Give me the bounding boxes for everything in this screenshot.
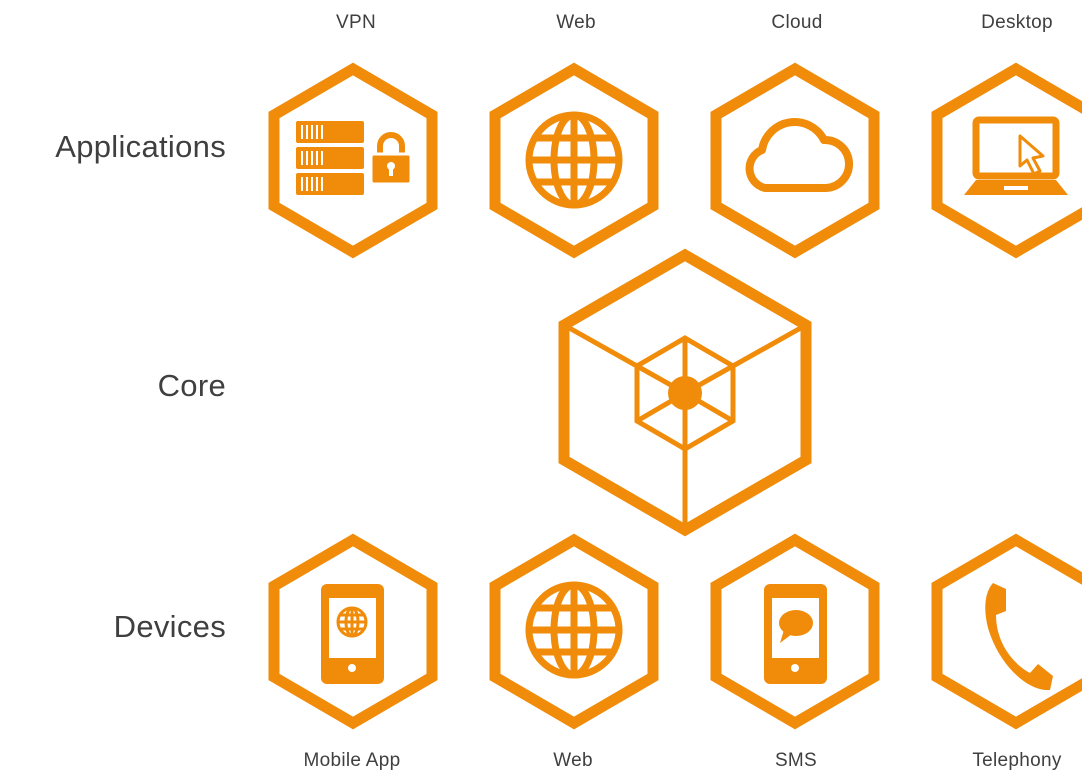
laptop-cursor-icon xyxy=(931,62,1082,259)
device-label-telephony: Telephony xyxy=(972,750,1062,771)
device-label-mobile-app: Mobile App xyxy=(303,750,401,771)
row-label-devices: Devices xyxy=(113,609,226,644)
telephone-handset-icon xyxy=(931,533,1082,730)
row-label-core: Core xyxy=(157,368,226,403)
core-cube-icon xyxy=(558,248,812,537)
vpn-server-lock-icon xyxy=(268,62,438,259)
device-label-sms: SMS xyxy=(774,750,818,771)
globe-icon xyxy=(489,62,659,259)
app-label-cloud: Cloud xyxy=(771,12,823,33)
app-label-web: Web xyxy=(556,12,596,33)
globe-icon xyxy=(489,533,659,730)
phone-chat-icon xyxy=(710,533,880,730)
cloud-icon xyxy=(710,62,880,259)
phone-globe-icon xyxy=(268,533,438,730)
app-label-desktop: Desktop xyxy=(981,12,1053,33)
device-label-web: Web xyxy=(553,750,593,771)
row-label-applications: Applications xyxy=(55,129,226,164)
app-label-vpn: VPN xyxy=(336,12,376,33)
